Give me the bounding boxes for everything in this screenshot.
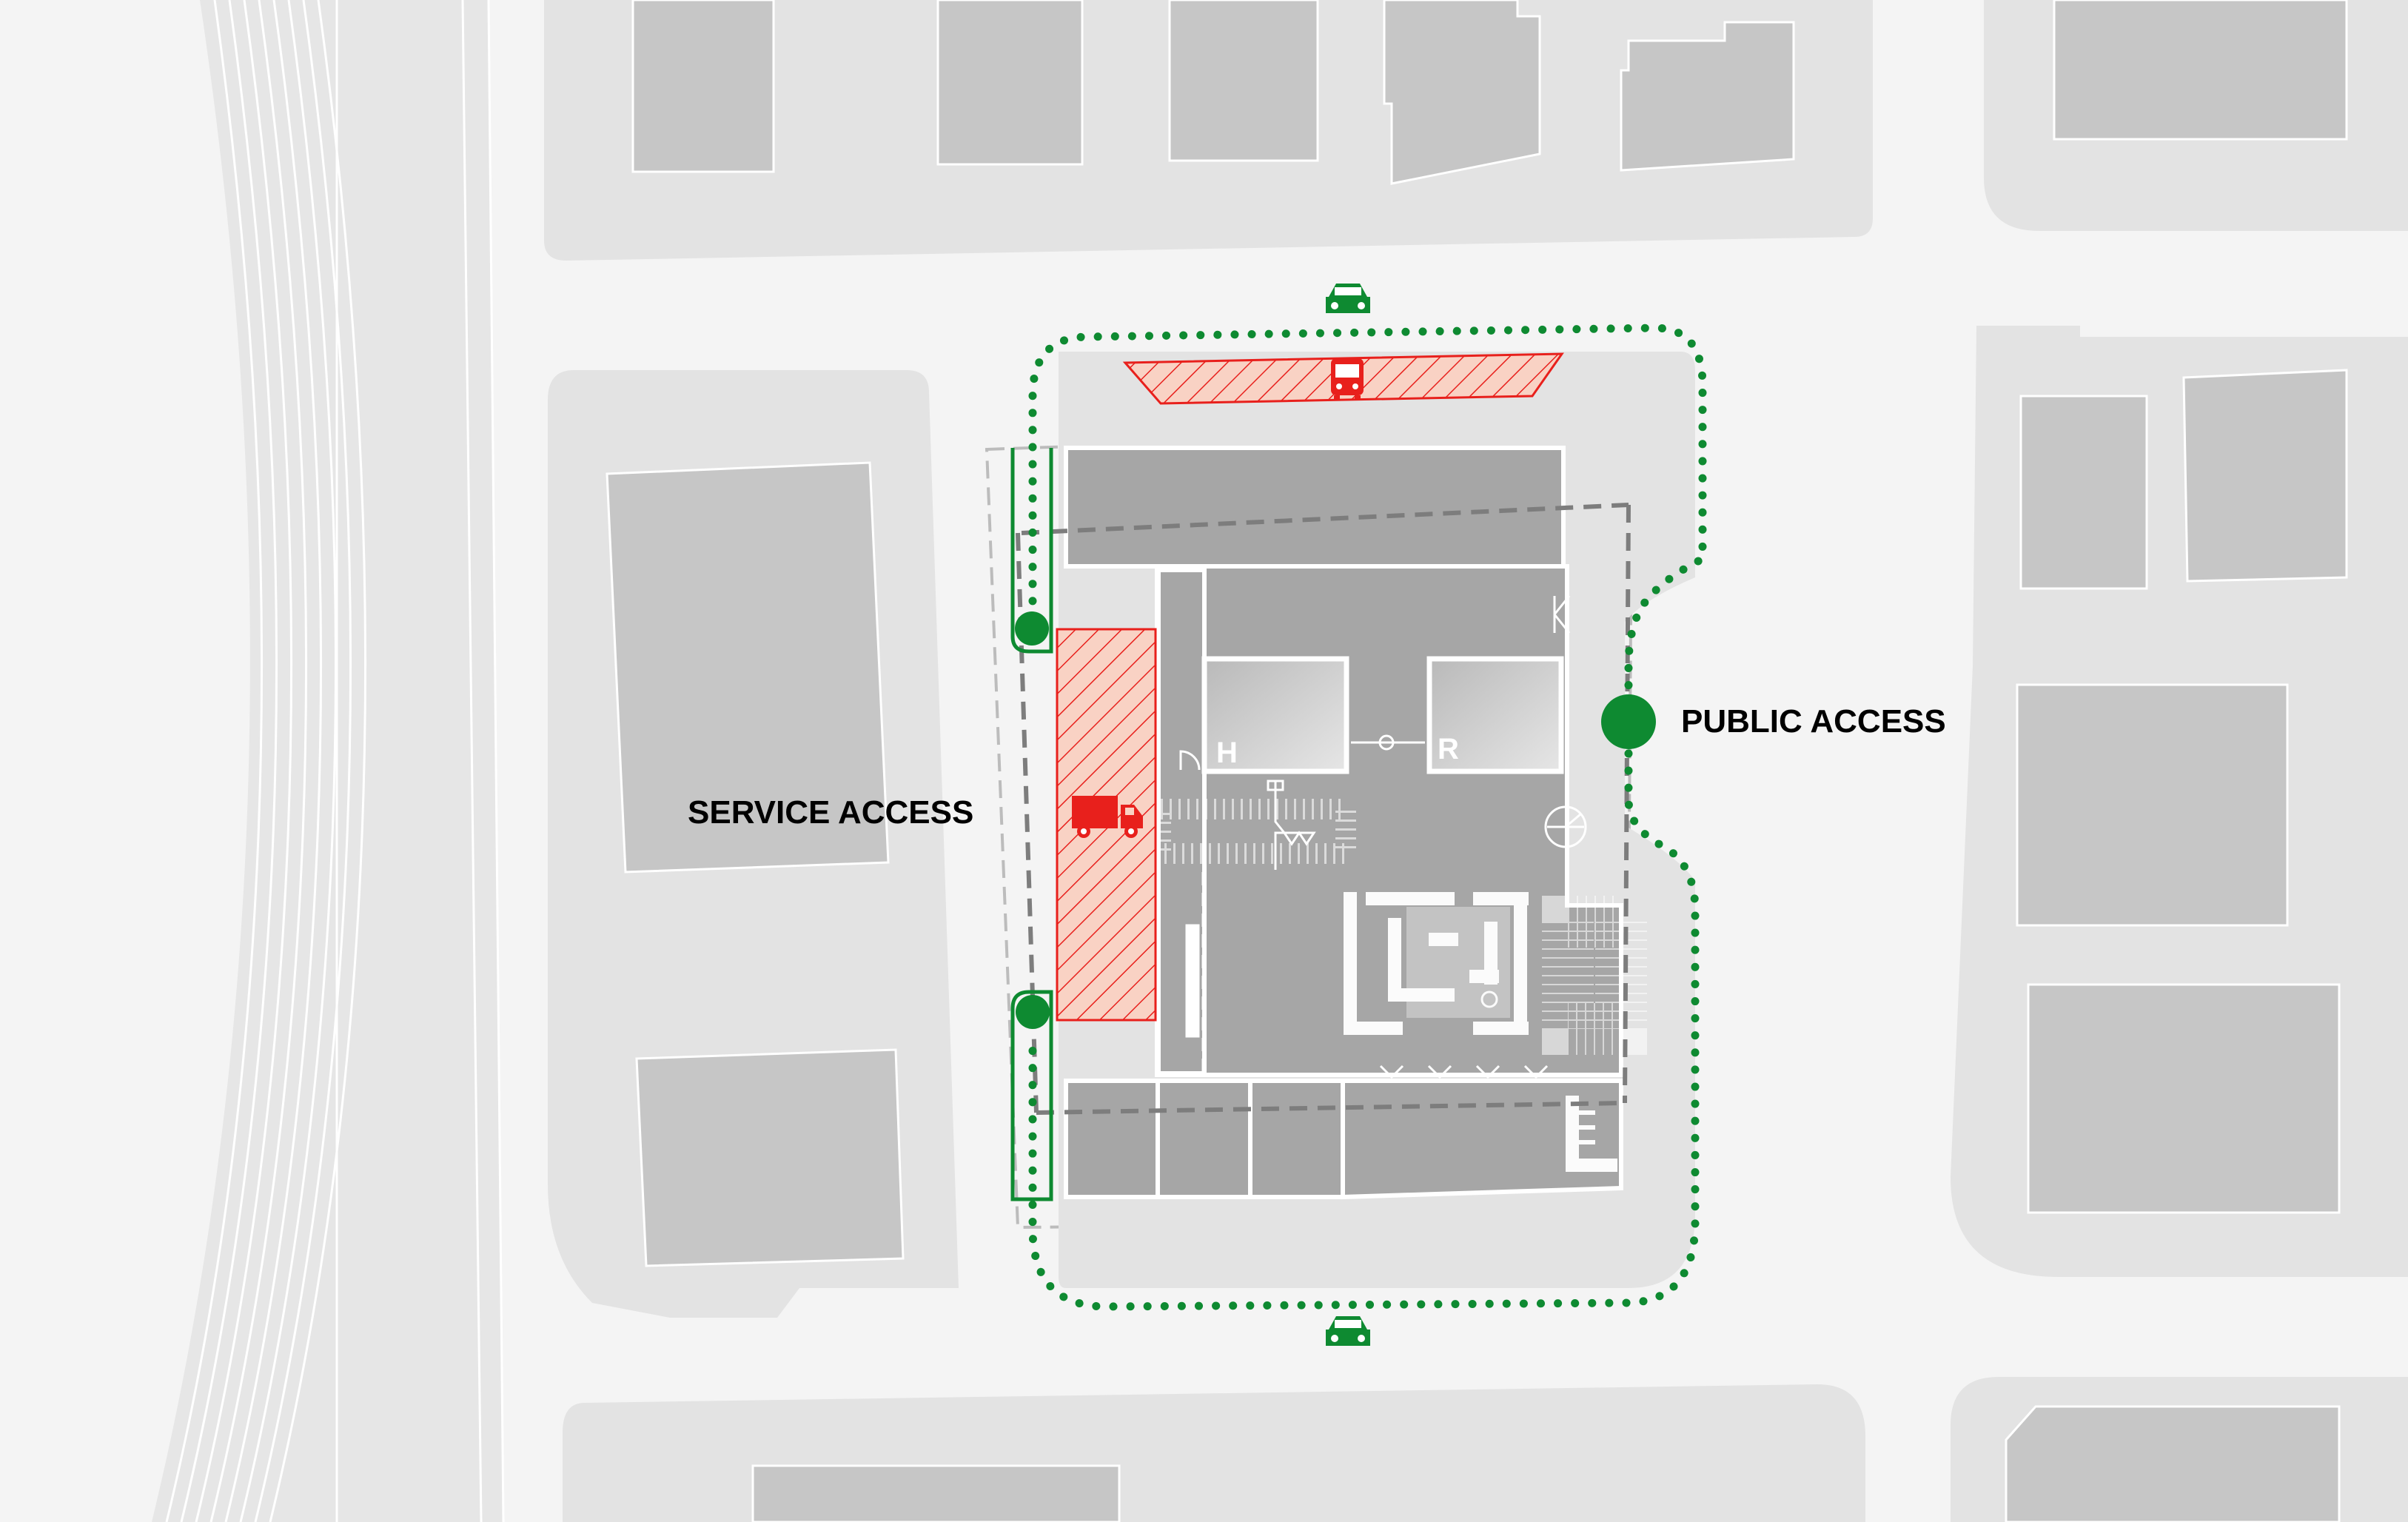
building — [631, 0, 775, 173]
door-swing — [1553, 595, 1571, 634]
building — [2016, 683, 2289, 927]
courtyard-connector-node — [1378, 734, 1395, 751]
access-point-icon[interactable] — [1601, 694, 1656, 749]
stair-steps — [1150, 799, 1356, 864]
building — [635, 1048, 905, 1267]
north-wing — [1064, 446, 1566, 569]
access-point-icon[interactable] — [1015, 611, 1049, 646]
interior-line — [1185, 924, 1200, 1038]
railway-corridor — [152, 0, 505, 1522]
door-swing — [1179, 750, 1201, 771]
car-icon — [1326, 284, 1370, 313]
bus-icon — [1331, 358, 1364, 400]
building — [2027, 983, 2341, 1214]
building — [936, 0, 1084, 166]
car-icon — [1326, 1316, 1370, 1346]
room-label-h: H — [1216, 737, 1238, 769]
service-lanes — [1010, 448, 1053, 1201]
entrance-marker — [1267, 780, 1284, 791]
building — [2182, 369, 2348, 583]
south-wing-unit — [1248, 1079, 1345, 1199]
room-label-r: R — [1438, 733, 1459, 765]
entrance-marker — [1274, 781, 1316, 870]
building — [2019, 395, 2148, 590]
stair-steps — [1542, 896, 1647, 1055]
courtyard-r — [1426, 656, 1564, 774]
terrace-pattern — [1344, 892, 1617, 1172]
building — [1620, 21, 1795, 172]
building — [606, 461, 890, 874]
public-access-label: PUBLIC ACCESS — [1681, 703, 1946, 740]
public-access-route — [1028, 323, 1707, 1311]
building — [2005, 1405, 2341, 1522]
neighbouring-buildings — [606, 0, 2348, 1522]
service-access-label: SERVICE ACCESS — [688, 794, 973, 831]
building — [1168, 0, 1319, 162]
stair-icon — [1544, 805, 1587, 848]
south-wing-unit — [1341, 1079, 1623, 1200]
south-wing-unit — [1064, 1079, 1160, 1199]
door-swing — [1379, 1065, 1549, 1079]
building — [751, 1464, 1121, 1522]
access-point-icon[interactable] — [1016, 995, 1050, 1029]
courtyard-h — [1201, 656, 1349, 774]
building — [1383, 0, 1541, 185]
truck-icon — [1072, 796, 1143, 838]
building — [2053, 0, 2348, 141]
south-wing-unit — [1156, 1079, 1252, 1199]
interior-details — [1150, 595, 1647, 1079]
